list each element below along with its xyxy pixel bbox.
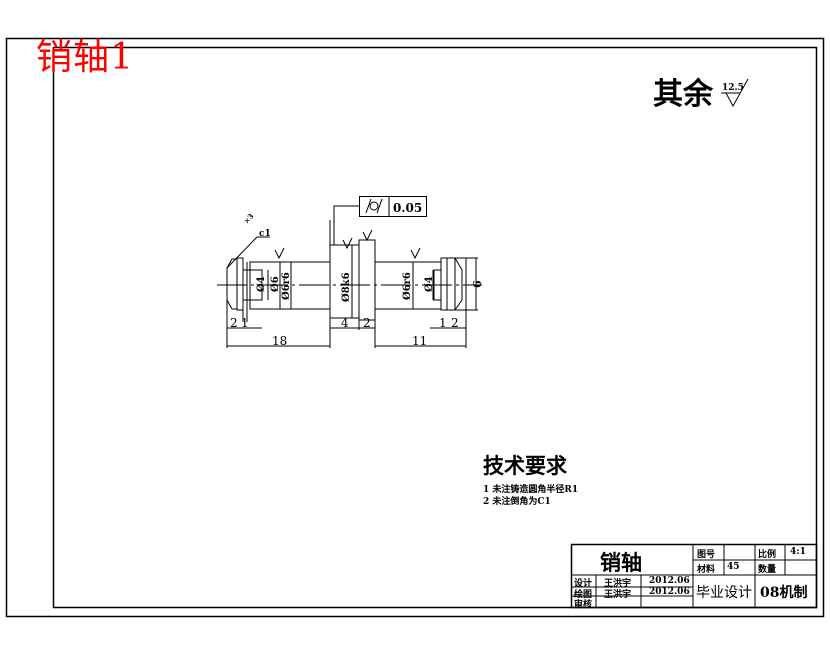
- roughness-note-label: 其余: [653, 77, 713, 112]
- dia-right-small-text: Ø4: [424, 276, 435, 292]
- tech-requirement-item: 2 未注倒角为C1: [483, 497, 551, 507]
- len-right-2-text: 2: [451, 316, 459, 330]
- project-label: 毕业设计: [696, 585, 752, 601]
- len-center-2-text: 2: [363, 316, 371, 330]
- chamfer-size-text: c1: [259, 229, 271, 239]
- scale-label: 比例: [758, 550, 777, 560]
- review-label: 审核: [574, 600, 593, 610]
- draw-date: 2012.06: [649, 587, 690, 597]
- outer-border: [5, 37, 825, 618]
- chamfer-leader: [226, 236, 270, 269]
- roughness-note-value: 12.5: [722, 83, 744, 93]
- cylindricity-icon: [365, 198, 383, 214]
- tolerance-frame: 0.05: [359, 196, 427, 217]
- dia-right-head-text: 6: [471, 280, 484, 288]
- drawing-no-label: 图号: [697, 550, 716, 560]
- tolerance-value: 0.05: [393, 201, 422, 215]
- tech-requirement-item: 1 未注铸造圆角半径R1: [483, 485, 579, 495]
- len-left-1-text: 1: [241, 316, 249, 330]
- material-label: 材料: [697, 565, 716, 575]
- len-center-4-text: 4: [341, 316, 349, 330]
- len-right-1-text: 1: [439, 316, 447, 330]
- len-right-total-text: 11: [412, 334, 427, 348]
- len-left-2-text: 2: [230, 316, 238, 330]
- inner-frame: [52, 46, 818, 609]
- dia-left-shaft-text: Ø6: [270, 276, 281, 292]
- len-left-total-text: 18: [272, 334, 287, 348]
- chamfer-angle-text: ×3: [242, 212, 256, 226]
- design-label: 设计: [574, 579, 593, 589]
- quantity-label: 数量: [758, 565, 777, 575]
- design-date: 2012.06: [649, 576, 690, 586]
- part-name: 销轴: [600, 550, 642, 575]
- dia-left-fit-text: Ø6r6: [281, 272, 292, 300]
- roughness-markers: [274, 229, 421, 260]
- scale-value: 4:1: [790, 547, 806, 557]
- dia-left-small-text: Ø4: [256, 276, 267, 292]
- dia-right-fit-text: Ø6r6: [402, 272, 413, 300]
- tech-requirements-title: 技术要求: [483, 453, 567, 478]
- dia-center-text: Ø8k6: [341, 272, 352, 302]
- roughness-symbol-icon: [721, 78, 749, 108]
- title-block-grid: [570, 543, 818, 609]
- draw-label: 绘图: [574, 590, 593, 600]
- class-label: 08机制: [760, 585, 808, 601]
- draw-name: 王洪宇: [604, 590, 632, 600]
- design-name: 王洪宇: [604, 579, 632, 589]
- dimension-lines: [226, 205, 478, 348]
- overlay-title: 销轴1: [36, 37, 134, 78]
- material-value: 45: [727, 562, 740, 572]
